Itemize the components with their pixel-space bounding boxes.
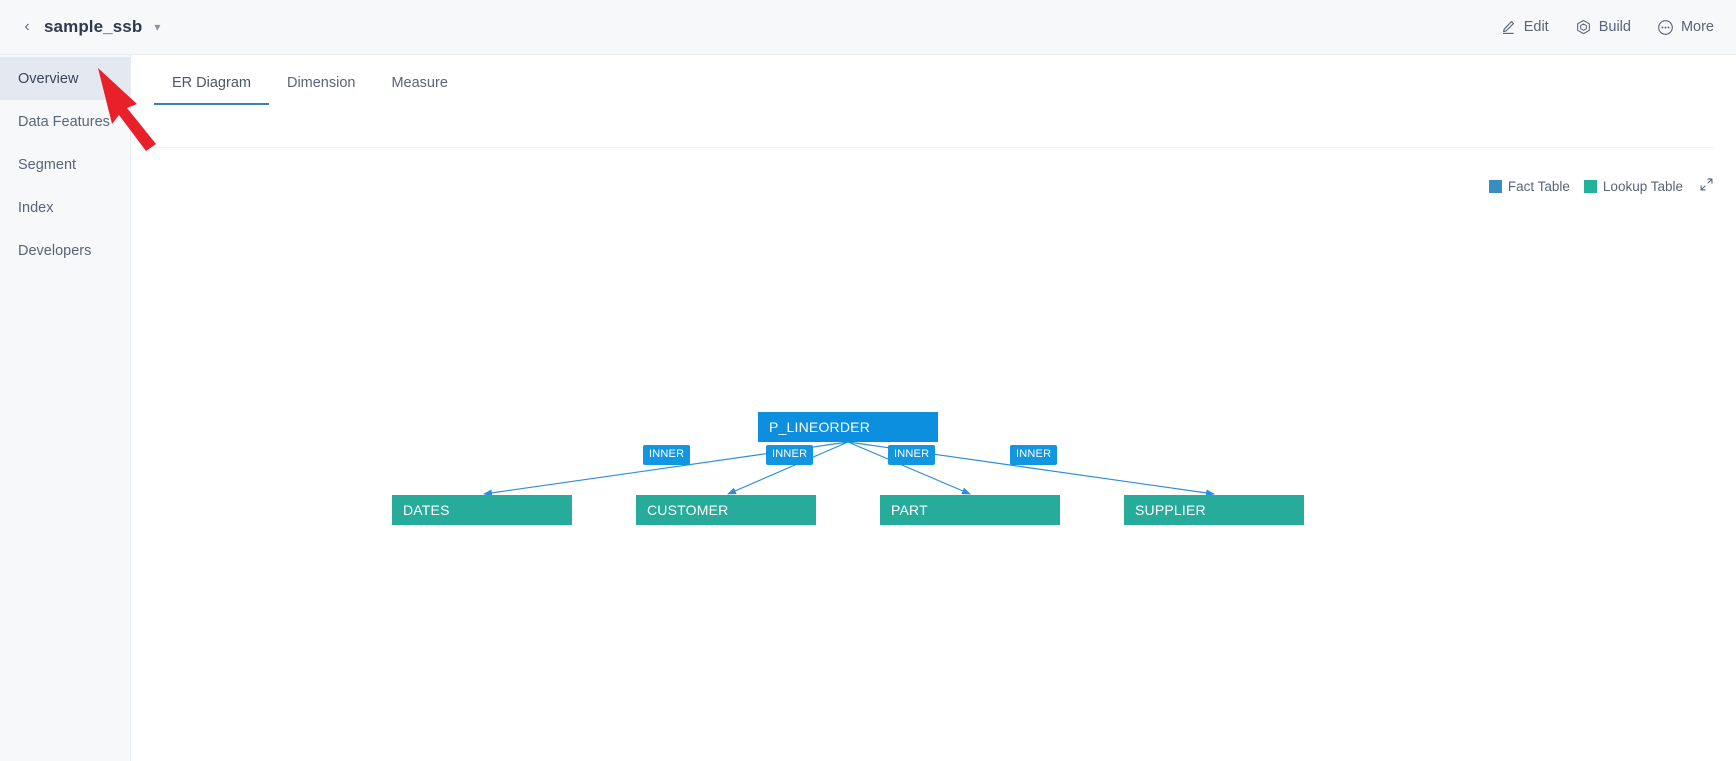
sidebar-item-label: Index — [18, 199, 54, 216]
pencil-icon — [1500, 19, 1517, 36]
sidebar: Overview Data Features Segment Index Dev… — [0, 55, 131, 761]
sidebar-item-label: Overview — [18, 70, 79, 87]
er-node-lookup-table[interactable]: PART — [880, 495, 1060, 525]
cube-icon — [1575, 19, 1592, 36]
er-node-label: P_LINEORDER — [769, 419, 871, 435]
tab-er-diagram[interactable]: ER Diagram — [154, 75, 269, 105]
sidebar-item-label: Segment — [18, 156, 77, 173]
diagram-legend: Fact Table Lookup Table — [1488, 177, 1714, 195]
er-diagram-edges — [483, 441, 1215, 497]
er-node-lookup-table[interactable]: CUSTOMER — [636, 495, 816, 525]
er-join-label: INNER — [1016, 448, 1052, 460]
sidebar-item-segment[interactable]: Segment — [0, 143, 130, 186]
tab-label: Measure — [391, 75, 448, 91]
tab-bar: ER Diagram Dimension Measure — [154, 75, 1714, 113]
edit-button[interactable]: Edit — [1500, 19, 1549, 36]
legend-label: Fact Table — [1507, 178, 1570, 194]
er-node-label: CUSTOMER — [647, 502, 729, 518]
er-join-badge[interactable]: INNER — [1010, 445, 1058, 465]
er-node-lookup-table[interactable]: SUPPLIER — [1124, 495, 1304, 525]
er-join-badge[interactable]: INNER — [888, 445, 936, 465]
chevron-left-icon[interactable]: ‹ — [24, 18, 30, 35]
build-button-label: Build — [1598, 19, 1631, 35]
edit-button-label: Edit — [1523, 19, 1549, 35]
tab-label: ER Diagram — [172, 75, 251, 91]
lookup-table-swatch — [1583, 179, 1597, 193]
tab-label: Dimension — [286, 75, 356, 91]
er-join-badge[interactable]: INNER — [766, 445, 814, 465]
content-area: ER Diagram Dimension Measure Fact Table … — [132, 55, 1736, 761]
er-node-label: SUPPLIER — [1135, 502, 1206, 518]
header-left: ‹ sample_ssb ▾ — [20, 17, 160, 37]
fact-table-swatch — [1488, 179, 1502, 193]
sidebar-item-developers[interactable]: Developers — [0, 229, 130, 272]
build-button[interactable]: Build — [1575, 19, 1631, 36]
er-join-badge[interactable]: INNER — [643, 445, 691, 465]
legend-lookup-table: Lookup Table — [1583, 178, 1683, 194]
tab-bar-divider — [154, 147, 1714, 148]
tab-measure[interactable]: Measure — [373, 75, 465, 105]
header-actions: Edit Build More — [1500, 19, 1714, 36]
er-join-label: INNER — [772, 448, 808, 460]
er-node-fact-table[interactable]: P_LINEORDER — [758, 412, 938, 442]
tab-dimension[interactable]: Dimension — [269, 75, 374, 105]
sidebar-item-overview[interactable]: Overview — [0, 57, 130, 100]
sidebar-item-index[interactable]: Index — [0, 186, 130, 229]
fullscreen-expand-icon[interactable] — [1699, 177, 1714, 195]
sidebar-item-data-features[interactable]: Data Features — [0, 100, 130, 143]
sidebar-item-label: Data Features — [18, 113, 110, 130]
legend-fact-table: Fact Table — [1488, 178, 1570, 194]
er-diagram-canvas: P_LINEORDER INNER INNER INNER INNER DATE… — [132, 55, 1736, 761]
legend-label: Lookup Table — [1602, 178, 1683, 194]
er-node-lookup-table[interactable]: DATES — [392, 495, 572, 525]
er-node-label: DATES — [403, 502, 450, 518]
er-node-label: PART — [891, 502, 928, 518]
er-join-label: INNER — [894, 448, 930, 460]
page-title: sample_ssb — [44, 17, 143, 36]
chevron-down-icon[interactable]: ▾ — [154, 20, 161, 34]
ellipsis-circle-icon — [1657, 19, 1674, 36]
app-header: ‹ sample_ssb ▾ Edit Build — [0, 0, 1736, 55]
er-join-label: INNER — [649, 448, 685, 460]
more-button-label: More — [1680, 19, 1714, 35]
sidebar-item-label: Developers — [18, 242, 92, 259]
more-button[interactable]: More — [1657, 19, 1714, 36]
